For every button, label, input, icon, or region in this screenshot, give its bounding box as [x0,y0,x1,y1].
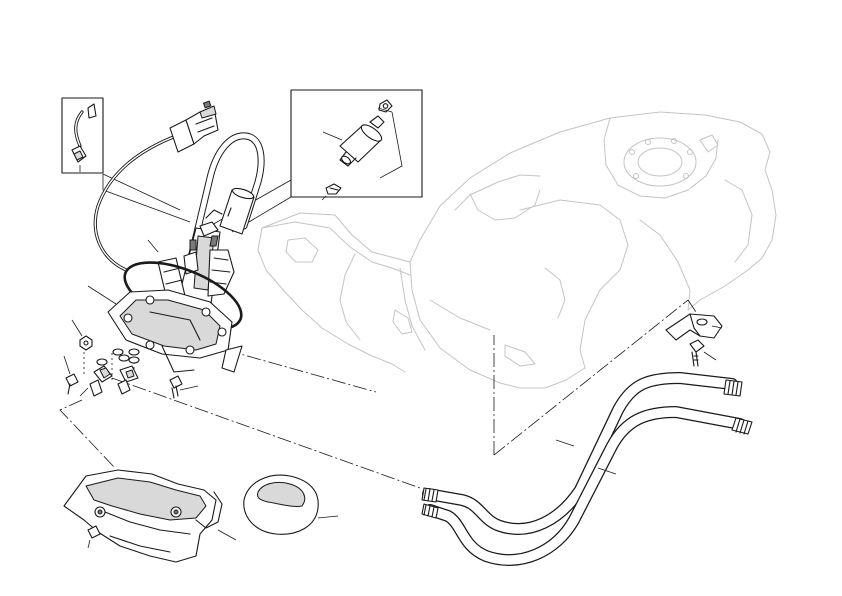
pump-inline-filter [219,187,255,235]
connector-detail-frame [61,97,104,174]
hose-fitting-left [89,365,113,397]
washer-set [96,348,140,366]
nut [79,335,93,351]
pump-electrical-connector [169,100,219,153]
heat-shield [63,469,237,563]
assembly-lines [59,299,697,535]
hose-end-connector-right [723,379,753,435]
hose-bracket [665,313,723,341]
filler-cap-cover [243,474,339,535]
bracket-screw [689,339,717,367]
pump-mounting-flange [107,289,243,373]
fuel-filter-detail-frame [290,89,423,198]
fuel-hoses [421,372,753,566]
fuel-hose-outer [422,372,738,535]
fuel-filter [339,115,385,167]
hardware-fasteners [63,319,199,399]
inset-connector [61,97,191,223]
fuel-tank [257,111,777,389]
inset-fuel-filter [209,89,423,233]
fuel-hose-inner [424,406,746,566]
hose-fitting-right [117,365,139,395]
hose-end-connector-left [421,487,439,519]
screw [65,373,79,395]
bolt [169,375,183,399]
hose-clip-lower [325,183,342,195]
fuel-pump-assembly [87,100,265,373]
